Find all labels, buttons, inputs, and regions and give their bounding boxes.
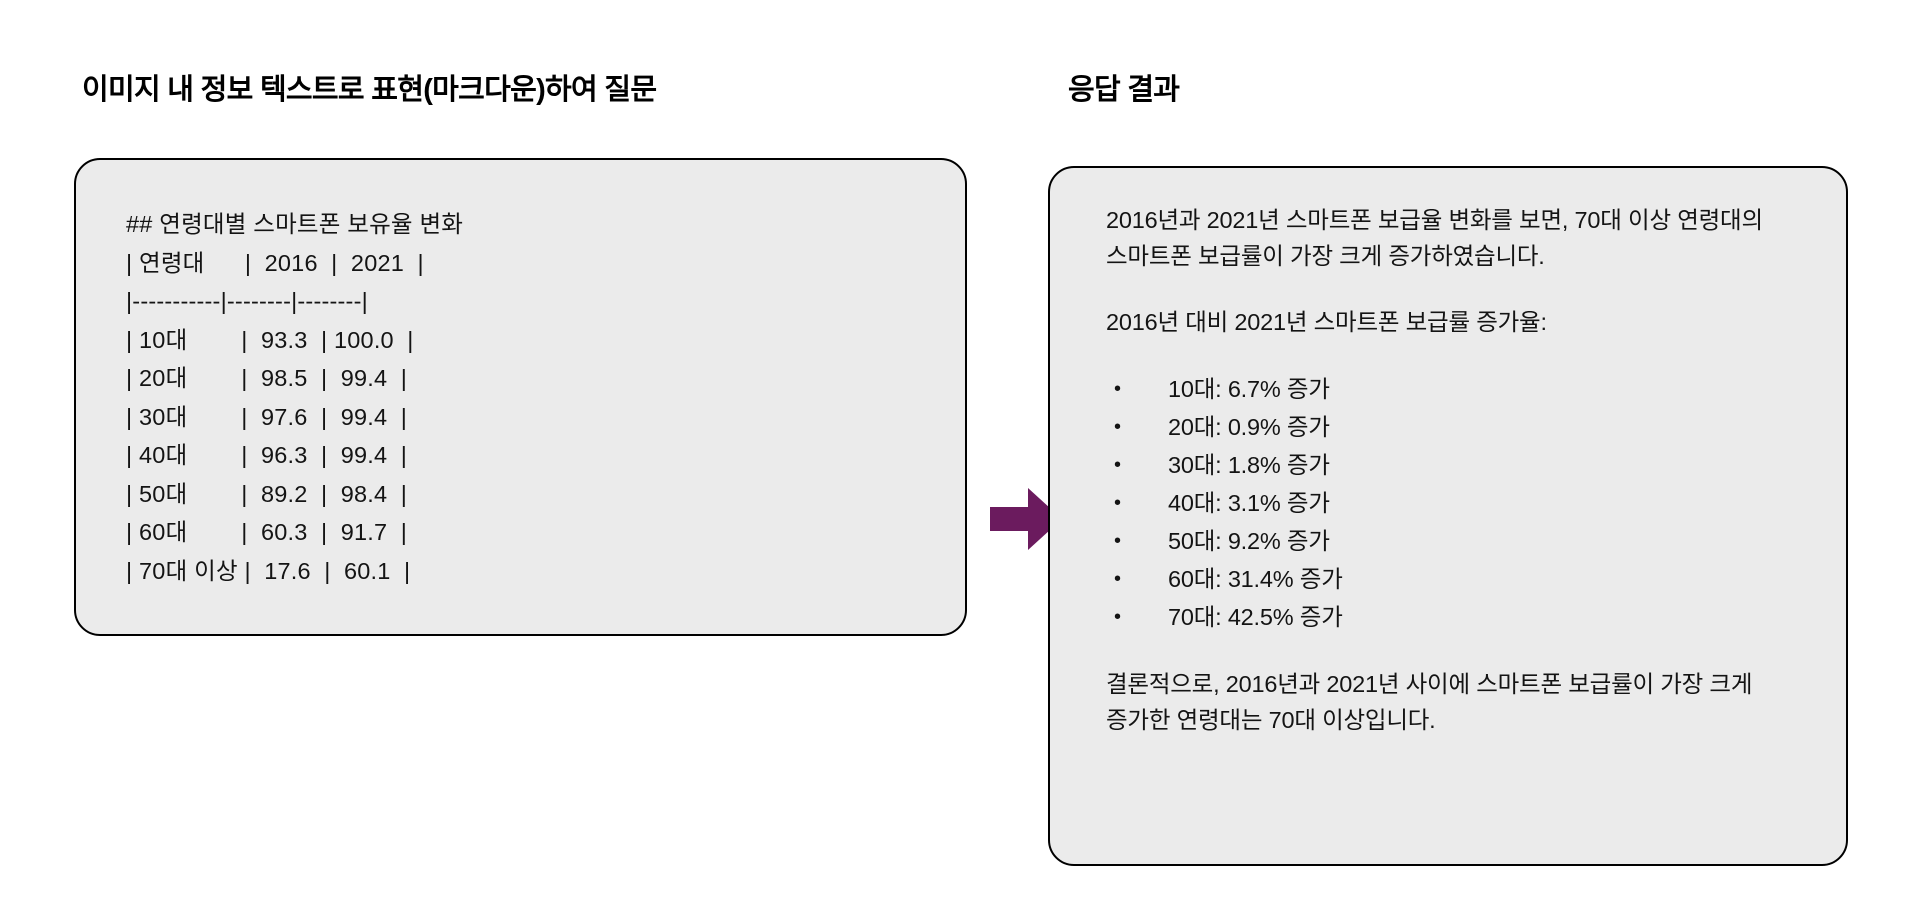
response-intro-paragraph: 2016년과 2021년 스마트폰 보급율 변화를 보면, 70대 이상 연령대… [1106,207,1763,269]
right-arrow-icon [990,488,1062,550]
markdown-line: | 30대 | 97.6 | 99.4 | [126,403,408,430]
markdown-line: | 연령대 | 2016 | 2021 | [126,249,424,276]
response-conclusion-paragraph: 결론적으로, 2016년과 2021년 사이에 스마트폰 보급률이 가장 크게 … [1106,671,1753,733]
list-item: 30대: 1.8% 증가 [1106,446,1796,484]
markdown-line: | 70대 이상 | 17.6 | 60.1 | [126,557,411,584]
left-panel-heading: 이미지 내 정보 텍스트로 표현(마크다운)하여 질문 [82,74,657,106]
list-item: 60대: 31.4% 증가 [1106,560,1796,598]
markdown-line: | 10대 | 93.3 | 100.0 | [126,326,414,353]
question-card: ## 연령대별 스마트폰 보유율 변화 | 연령대 | 2016 | 2021 |… [74,158,967,636]
markdown-line: | 20대 | 98.5 | 99.4 | [126,365,408,391]
list-item: 20대: 0.9% 증가 [1106,408,1796,446]
markdown-line: | 50대 | 89.2 | 98.4 | [126,480,408,507]
right-panel-heading: 응답 결과 [1068,74,1180,106]
list-item: 70대: 42.5% 증가 [1106,598,1796,636]
markdown-line: | 60대 | 60.3 | 91.7 | [126,519,408,545]
response-body: 2016년과 2021년 스마트폰 보급율 변화를 보면, 70대 이상 연령대… [1106,202,1796,738]
answer-card: 2016년과 2021년 스마트폰 보급율 변화를 보면, 70대 이상 연령대… [1048,166,1848,866]
markdown-line: |-----------|--------|--------| [126,288,368,314]
markdown-line: ## 연령대별 스마트폰 보유율 변화 [126,211,464,237]
response-list-heading: 2016년 대비 2021년 스마트폰 보급률 증가율: [1106,309,1547,335]
growth-rate-list: 10대: 6.7% 증가20대: 0.9% 증가30대: 1.8% 증가40대:… [1106,370,1796,636]
list-item: 10대: 6.7% 증가 [1106,370,1796,408]
markdown-table-text: ## 연령대별 스마트폰 보유율 변화 | 연령대 | 2016 | 2021 |… [126,205,463,590]
list-item: 40대: 3.1% 증가 [1106,484,1796,522]
markdown-line: | 40대 | 96.3 | 99.4 | [126,442,408,468]
list-item: 50대: 9.2% 증가 [1106,522,1796,560]
